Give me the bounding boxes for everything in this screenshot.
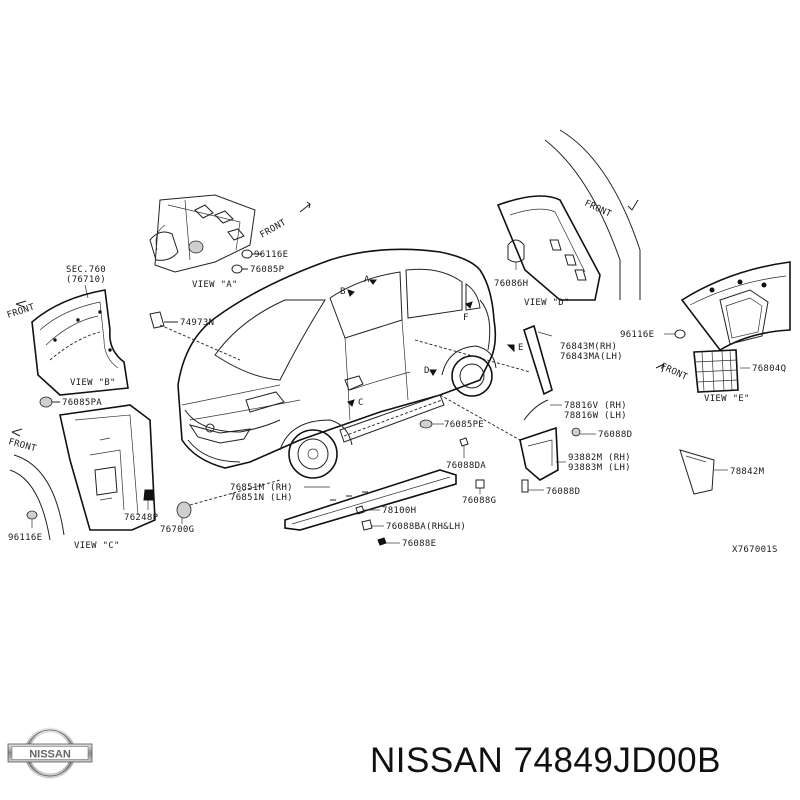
marker-c: C	[358, 398, 364, 408]
marker-d: D	[424, 366, 430, 376]
front-label-a: FRONT	[259, 218, 289, 241]
callout-93883m: 93883M (LH)	[568, 463, 631, 473]
nissan-logo-text: NISSAN	[29, 749, 71, 761]
reference-code: X767001S	[732, 545, 778, 555]
callout-76804q: 76804Q	[752, 364, 786, 374]
center-fasteners: 76085PE 76088DA 76088G	[419, 419, 496, 506]
view-d-label: VIEW "D"	[524, 298, 570, 308]
callout-74973n: 74973N	[180, 318, 214, 328]
callout-76843m: 76843M(RH)	[560, 342, 617, 352]
clip-96116e-icon	[241, 249, 253, 259]
callout-76086h: 76086H	[494, 279, 528, 289]
callout-76085pa: 76085PA	[62, 398, 102, 408]
front-label-b: FRONT	[6, 302, 37, 320]
front-arrow-icon-b: FRONT	[6, 300, 37, 321]
vent-grille-icon	[693, 349, 739, 393]
view-d-detail: 76086H VIEW "D" FRONT	[494, 129, 641, 308]
callout-76088d-2: 76088D	[546, 487, 580, 497]
callout-78816w: 78816W (LH)	[564, 411, 627, 421]
quarter-moulding: 76843M(RH) 76843MA(LH) 78816V (RH) 78816…	[519, 324, 632, 497]
callout-76843ma: 76843MA(LH)	[560, 352, 623, 362]
view-e-label: VIEW "E"	[704, 394, 750, 404]
view-c-label: VIEW "C"	[74, 541, 120, 551]
callout-76248p: 76248P	[124, 513, 159, 523]
marker-e: E	[518, 343, 524, 353]
view-e-detail: 76804Q 96116E VIEW "E" FRONT	[620, 261, 791, 404]
view-a-label: VIEW "A"	[192, 280, 238, 290]
front-arrow-icon-d: FRONT	[583, 199, 639, 220]
front-label-d: FRONT	[583, 199, 613, 220]
view-c-detail: VIEW "C" FRONT 96116E 76248P 76700G	[7, 404, 194, 551]
part-number-caption: NISSAN 74849JD00B	[370, 741, 721, 780]
part-74973n: 74973N	[149, 311, 214, 329]
view-a-detail: VIEW "A" FRONT 96116E 76085P	[149, 194, 311, 290]
callout-76088da: 76088DA	[446, 461, 486, 471]
marker-b: B	[340, 287, 346, 297]
view-b-label: VIEW "B"	[70, 378, 116, 388]
callout-76088e: 76088E	[402, 539, 436, 549]
front-arrow-icon: FRONT	[259, 201, 311, 241]
front-arrow-icon-e: FRONT	[655, 362, 689, 383]
callout-76851m: 76851M (RH)	[230, 483, 293, 493]
nissan-logo-icon: NISSAN	[7, 727, 93, 779]
callout-76088d-1: 76088D	[598, 430, 632, 440]
callout-76085p: 76085P	[250, 265, 285, 275]
side-moulding: 76851M (RH) 76851N (LH) 78100H 76088BA(R…	[230, 469, 466, 549]
callout-78100h: 78100H	[382, 506, 416, 516]
callout-78842m: 78842M	[730, 467, 765, 477]
callout-76088ba: 76088BA(RH&LH)	[386, 522, 466, 532]
marker-a: A	[364, 275, 370, 285]
callout-96116e-top: 96116E	[254, 250, 288, 260]
callout-78816v: 78816V (RH)	[564, 401, 627, 411]
part-78842m: 78842M	[679, 449, 765, 495]
section-sub-label: (76710)	[66, 275, 106, 285]
callout-93882m: 93882M (RH)	[568, 453, 631, 463]
callout-96116e-left: 96116E	[8, 533, 42, 543]
callout-76088g: 76088G	[462, 496, 496, 506]
front-label-c: FRONT	[7, 437, 37, 454]
front-label-e: FRONT	[659, 362, 689, 383]
marker-f: F	[463, 313, 469, 323]
section-label: SEC.760	[66, 265, 106, 275]
front-arrow-icon-c: FRONT	[7, 428, 38, 454]
callout-76700g: 76700G	[160, 525, 194, 535]
callout-96116e-right: 96116E	[620, 330, 654, 340]
car-body: A B C D E F	[159, 248, 531, 506]
view-b-detail: SEC.760 (76710) VIEW "B" FRONT 76085PA	[6, 265, 129, 408]
callout-76851n: 76851N (LH)	[230, 493, 293, 503]
callout-76085pe: 76085PE	[444, 420, 484, 430]
